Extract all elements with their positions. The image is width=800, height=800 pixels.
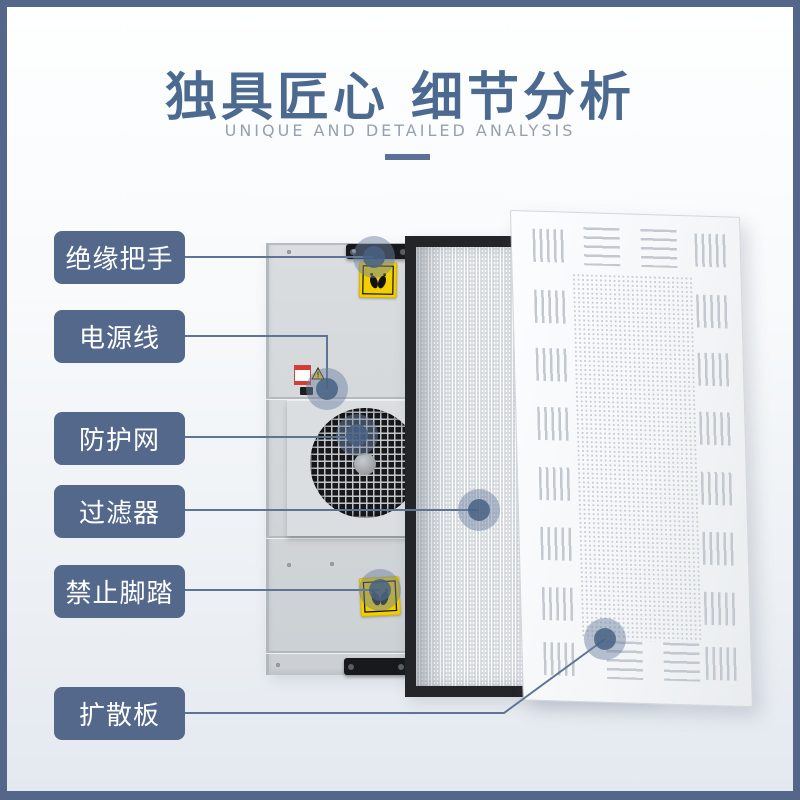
bottom-handle bbox=[344, 658, 408, 675]
fan-hub bbox=[354, 453, 376, 475]
diffuser-panel-image bbox=[510, 210, 753, 708]
vent-slot-group bbox=[702, 531, 736, 566]
screw-icon bbox=[330, 562, 334, 566]
panel-seam bbox=[266, 536, 451, 538]
vent-slot-group bbox=[705, 646, 739, 681]
vent-slot-group bbox=[700, 471, 734, 506]
screw-icon bbox=[276, 663, 280, 667]
vent-slot-group bbox=[694, 233, 728, 268]
power-inlet bbox=[300, 387, 313, 395]
screw-icon bbox=[287, 563, 291, 567]
vent-slot-group bbox=[535, 347, 569, 382]
vent-slot-group bbox=[703, 591, 737, 626]
callout-label-insulated-handle: 绝缘把手 bbox=[54, 231, 185, 284]
callout-dot-diffuser bbox=[584, 618, 626, 660]
vent-slot-group bbox=[538, 466, 572, 501]
callout-dot-insulated-handle bbox=[353, 236, 395, 278]
no-step-sticker-icon bbox=[358, 261, 398, 299]
title-divider bbox=[385, 154, 430, 160]
callout-dot-filter bbox=[458, 489, 500, 531]
page-title: 独具匠心 细节分析 bbox=[164, 67, 636, 128]
page-subtitle: UNIQUE AND DETAILED ANALYSIS bbox=[224, 121, 576, 140]
vent-slot-group bbox=[699, 411, 732, 446]
perforated-field bbox=[571, 272, 704, 643]
callout-label-protective-net: 防护网 bbox=[54, 412, 185, 465]
callout-label-no-step: 禁止脚踏 bbox=[54, 565, 185, 618]
vent-slot-group bbox=[543, 641, 577, 676]
callout-label-power-cable: 电源线 bbox=[54, 310, 185, 363]
callout-dot-protective-net bbox=[336, 414, 378, 456]
callout-label-diffuser: 扩散板 bbox=[54, 687, 185, 740]
vent-slot-group bbox=[537, 406, 570, 441]
callout-dot-no-step bbox=[359, 569, 401, 611]
vent-slot-group bbox=[697, 352, 731, 387]
vent-slot-group bbox=[663, 642, 701, 682]
vent-slot-group bbox=[541, 586, 575, 621]
vent-slot-group bbox=[640, 228, 678, 268]
vent-slot-group bbox=[534, 289, 567, 324]
panel-seam bbox=[266, 397, 451, 399]
callout-label-filter: 过滤器 bbox=[54, 485, 185, 538]
vent-slot-group bbox=[583, 227, 621, 267]
vent-slot-group bbox=[532, 228, 566, 263]
callout-dot-power-cable bbox=[306, 368, 348, 410]
screw-icon bbox=[287, 250, 291, 254]
vent-slot-group bbox=[696, 294, 729, 329]
screw-icon bbox=[352, 249, 356, 253]
vent-slot-group bbox=[540, 526, 574, 561]
